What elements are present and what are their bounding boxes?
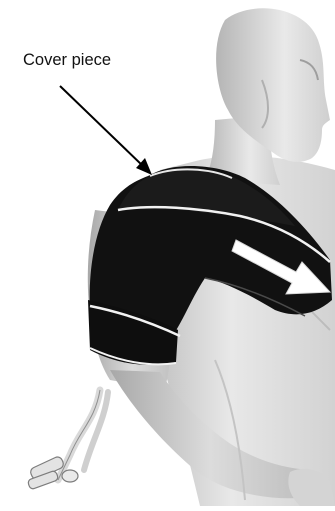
pointer-arrow-icon <box>60 86 152 175</box>
cover-piece-label: Cover piece <box>23 52 111 69</box>
